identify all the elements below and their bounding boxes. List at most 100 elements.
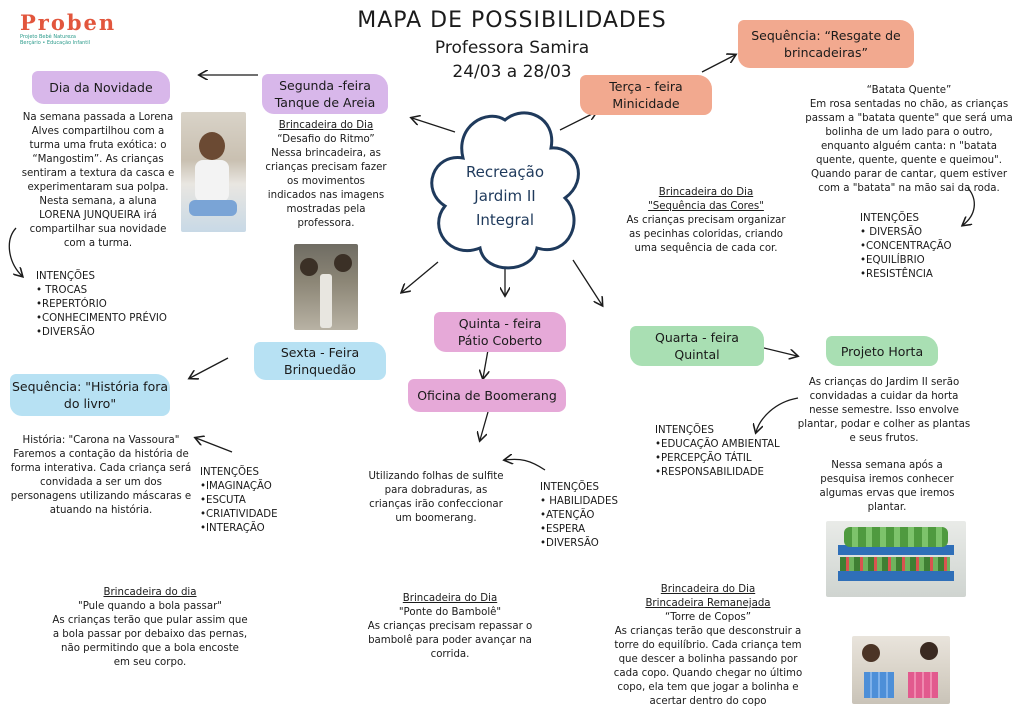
quinta-game-title: Brincadeira do Dia — [402, 593, 498, 604]
horta-heading-text: Projeto Horta — [840, 343, 924, 359]
quarta-game-name: “Torre de Copos” — [664, 612, 752, 623]
quarta-intention-item: •RESPONSABILIDADE — [655, 467, 764, 478]
quinta-game-text: As crianças precisam repassar o bambolê … — [367, 621, 533, 660]
horta-heading: Projeto Horta — [826, 336, 938, 366]
photo-garden-planter — [826, 521, 966, 597]
sexta-game: Brincadeira do dia "Pule quando a bola p… — [52, 586, 248, 670]
sexta-intention-item: •CRIATIVIDADE — [200, 509, 278, 520]
novidade-heading-text: Dia da Novidade — [49, 80, 153, 95]
quarta-intentions-title: INTENÇÕES — [655, 425, 714, 436]
resgate-intention-item: •CONCENTRAÇÃO — [860, 241, 952, 252]
photo-sand-tank-activity — [294, 244, 358, 330]
terca-game-text: As crianças precisam organizar as pecinh… — [626, 215, 786, 254]
sexta-game-title: Brincadeira do dia — [103, 587, 197, 598]
logo-tagline-2: Berçário • Educação Infantil — [20, 40, 91, 46]
quinta-workshop-text-heading: Oficina de Boomerang — [417, 388, 557, 403]
quarta-intentions: INTENÇÕES •EDUCAÇÃO AMBIENTAL •PERCEPÇÃO… — [655, 424, 805, 480]
quarta-intention-item: •EDUCAÇÃO AMBIENTAL — [655, 439, 780, 450]
sexta-intentions-title: INTENÇÕES — [200, 467, 259, 478]
center-line-1: Recreação — [465, 163, 545, 181]
teacher-name: Professora Samira — [434, 38, 590, 58]
sexta-intention-item: •ESCUTA — [200, 495, 246, 506]
novidade-intention-item: •REPERTÓRIO — [36, 299, 107, 310]
sexta-heading: Sexta - Feira Brinquedão — [254, 342, 386, 380]
segunda-game: Brincadeira do Dia “Desafio do Ritmo” Ne… — [262, 119, 390, 231]
center-line-3: Integral — [475, 211, 535, 229]
resgate-intention-item: •RESISTÊNCIA — [860, 269, 933, 280]
quinta-intention-item: •ATENÇÃO — [540, 510, 595, 521]
resgate-heading: Sequência: “Resgate de brincadeiras” — [738, 20, 914, 68]
quarta-heading: Quarta - feira Quintal — [630, 326, 764, 366]
resgate-intentions: INTENÇÕES • DIVERSÃO •CONCENTRAÇÃO •EQUI… — [860, 212, 980, 282]
resgate-intentions-title: INTENÇÕES — [860, 213, 919, 224]
novidade-text: Na semana passada a Lorena Alves compart… — [21, 112, 175, 249]
novidade-intentions-title: INTENÇÕES — [36, 271, 95, 282]
quarta-game: Brincadeira do Dia Brincadeira Remanejad… — [608, 583, 808, 709]
terca-game-title: Brincadeira do Dia — [658, 187, 754, 198]
horta-text-1: As crianças do Jardim II serão convidada… — [797, 377, 971, 444]
resgate-intention-item: •EQUILÍBRIO — [860, 255, 925, 266]
novidade-intention-item: •DIVERSÃO — [36, 327, 95, 338]
photo-cup-tower — [852, 636, 950, 704]
quinta-intentions: INTENÇÕES • HABILIDADES •ATENÇÃO •ESPERA… — [540, 481, 640, 551]
quinta-workshop-text: Utilizando folhas de sulfite para dobrad… — [368, 471, 504, 524]
week-dates: 24/03 a 28/03 — [452, 62, 572, 82]
novidade-intention-item: • TROCAS — [36, 285, 88, 296]
sexta-intention-item: •IMAGINAÇÃO — [200, 481, 272, 492]
sexta-intentions: INTENÇÕES •IMAGINAÇÃO •ESCUTA •CRIATIVID… — [200, 466, 300, 536]
sexta-heading-line-2: Brinquedão — [284, 362, 356, 377]
quinta-intention-item: •DIVERSÃO — [540, 538, 599, 549]
resgate-intention-item: • DIVERSÃO — [860, 227, 923, 238]
segunda-game-title: Brincadeira do Dia — [278, 120, 374, 131]
segunda-heading: Segunda -feira Tanque de Areia — [262, 74, 388, 114]
logo-tagline: Projeto Bebê Natureza — [20, 34, 76, 40]
page-title: MAPA DE POSSIBILIDADES — [357, 8, 667, 33]
sexta-heading-line-1: Sexta - Feira — [280, 345, 360, 360]
sexta-intention-item: •INTERAÇÃO — [200, 523, 265, 534]
quinta-intention-item: • HABILIDADES — [540, 496, 618, 507]
quarta-game-title-2: Brincadeira Remanejada — [645, 598, 771, 609]
quarta-intention-item: •PERCEPÇÃO TÁTIL — [655, 453, 752, 464]
novidade-intentions: INTENÇÕES • TROCAS •REPERTÓRIO •CONHECIM… — [36, 270, 186, 340]
resgate-heading-line-1: Sequência: “Resgate de — [751, 28, 901, 43]
quinta-workshop-heading: Oficina de Boomerang — [408, 379, 566, 412]
sexta-sequence-line-2: do livro" — [63, 396, 117, 411]
resgate-game-text: Em rosa sentadas no chão, as crianças pa… — [805, 99, 1013, 194]
segunda-heading-line-1: Segunda -feira — [279, 78, 371, 93]
terca-game-name: "Sequência das Cores" — [648, 201, 764, 212]
novidade-intention-item: •CONHECIMENTO PRÉVIO — [36, 313, 167, 324]
novidade-heading: Dia da Novidade — [32, 71, 170, 104]
sexta-story: História: "Carona na Vassoura" Faremos a… — [10, 435, 192, 516]
quinta-game-name: "Ponte do Bambolê" — [398, 607, 502, 618]
logo-name: Proben — [20, 10, 117, 35]
terca-heading: Terça - feira Minicidade — [580, 75, 712, 115]
sexta-game-name: "Pule quando a bola passar" — [78, 601, 222, 612]
quinta-intentions-title: INTENÇÕES — [540, 482, 599, 493]
quarta-heading-line-2: Quintal — [674, 347, 720, 362]
quarta-game-text: As crianças terão que desconstruir a tor… — [613, 626, 803, 707]
terca-heading-line-2: Minicidade — [612, 96, 680, 111]
quinta-heading-line-2: Pátio Coberto — [457, 333, 543, 348]
center-flower-shape — [430, 111, 580, 270]
resgate-text: “Batata Quente” Em rosa sentadas no chão… — [800, 84, 1018, 196]
sexta-sequence-heading: Sequência: "História fora do livro" — [10, 374, 170, 416]
quinta-heading-line-1: Quinta - feira — [458, 316, 542, 331]
horta-text-2: Nessa semana após a pesquisa iremos conh… — [819, 460, 955, 513]
sexta-sequence-line-1: Sequência: "História fora — [11, 379, 169, 394]
resgate-game-name: “Batata Quente” — [866, 85, 952, 96]
quinta-heading: Quinta - feira Pátio Coberto — [434, 312, 566, 352]
quarta-game-title: Brincadeira do Dia — [660, 584, 756, 595]
segunda-heading-line-2: Tanque de Areia — [274, 95, 376, 110]
resgate-heading-line-2: brincadeiras” — [784, 45, 868, 60]
quinta-intention-item: •ESPERA — [540, 524, 586, 535]
segunda-game-text: “Desafio do Ritmo” Nessa brincadeira, as… — [265, 134, 387, 229]
photo-girl-eating-fruit — [181, 112, 246, 232]
quinta-game: Brincadeira do Dia "Ponte do Bambolê" As… — [364, 592, 536, 662]
terca-heading-line-1: Terça - feira — [609, 79, 683, 94]
quarta-heading-line-1: Quarta - feira — [655, 330, 739, 345]
logo: Proben Projeto Bebê Natureza Berçário • … — [20, 10, 130, 47]
center-line-2: Jardim II — [474, 187, 536, 205]
terca-game: Brincadeira do Dia "Sequência das Cores"… — [620, 186, 792, 256]
sexta-game-text: As crianças terão que pular assim que a … — [52, 615, 248, 668]
center-title: Recreação Jardim II Integral — [440, 160, 570, 232]
